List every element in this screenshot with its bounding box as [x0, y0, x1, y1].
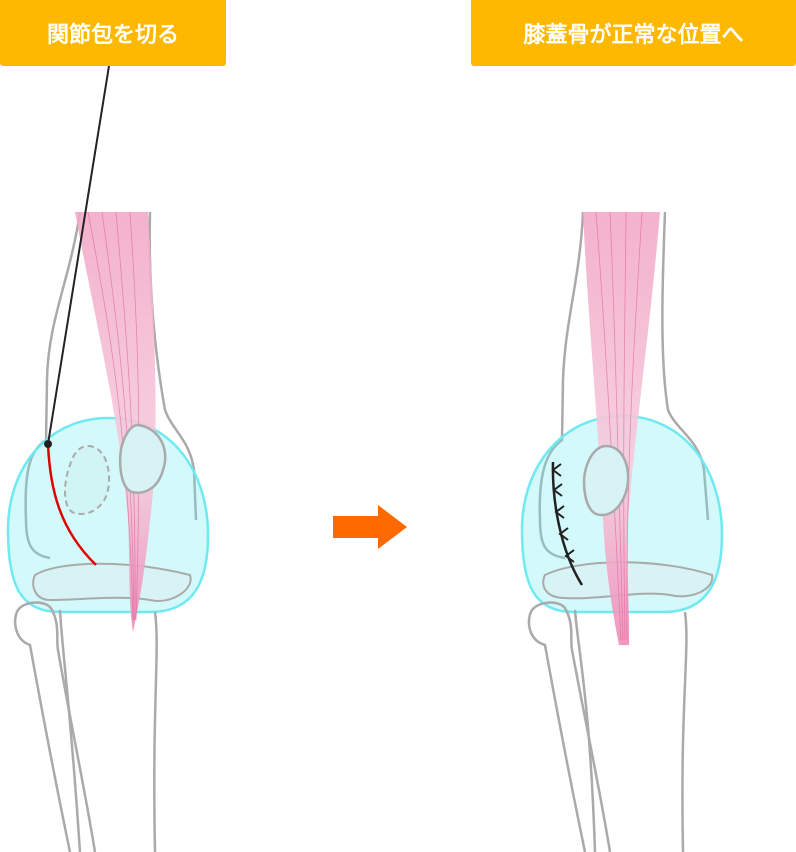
leader-line: [47, 65, 110, 445]
tibia-plateau: [32, 562, 192, 602]
patella: [582, 444, 630, 517]
quadriceps-muscle: [583, 212, 660, 645]
patella: [118, 423, 167, 494]
tibia-outline: [58, 609, 158, 852]
suture-line: [551, 461, 584, 586]
arrow-right-icon: [333, 505, 407, 549]
label-patella-normal-position: 膝蓋骨が正常な位置へ: [471, 0, 796, 66]
tibia-outline: [573, 609, 688, 852]
suture-stitches: [551, 463, 575, 563]
femur-outline: [538, 211, 710, 560]
incision-line: [46, 443, 97, 566]
patella-original-position: [64, 444, 110, 515]
label-cut-joint-capsule: 関節包を切る: [0, 0, 226, 66]
quadriceps-muscle: [75, 212, 156, 632]
leader-dot: [44, 440, 52, 448]
knee-before: [6, 65, 210, 852]
knee-after: [520, 211, 724, 852]
fibula: [527, 601, 612, 852]
fibula: [13, 601, 97, 852]
